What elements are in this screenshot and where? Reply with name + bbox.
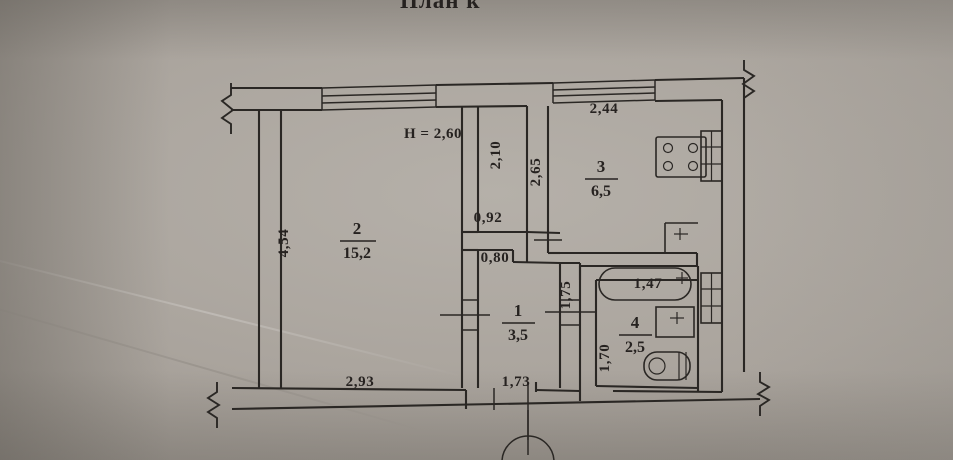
dim-corridor-right: 1,75 [558, 281, 574, 310]
dim-kitchen-width: 2,44 [590, 101, 619, 117]
door-corridor-bathroom-icon [545, 299, 595, 326]
sink-icon [655, 306, 695, 338]
room-3-label: 3 6,5 [585, 157, 618, 200]
room-1-number: 1 [514, 301, 523, 320]
window-upper-right-icon [552, 79, 656, 104]
window-upper-left-icon [321, 84, 437, 111]
paper-shadow-top [0, 0, 953, 60]
room-1-area: 3,5 [508, 327, 528, 344]
dim-kitchen-height: 2,65 [528, 158, 544, 187]
section-marker-icon [501, 410, 555, 460]
plan-title: План к [400, 0, 481, 13]
break-line-top-right-icon [741, 60, 756, 108]
paper-highlight-right [733, 0, 953, 460]
ventilation-duct-lower-icon [700, 272, 723, 324]
kitchen-counter-icon [664, 222, 698, 253]
room-2-label: 2 15,2 [340, 219, 376, 262]
bathtub-icon [598, 267, 692, 301]
break-line-bottom-right-icon [756, 372, 771, 416]
dim-room1-inner-top: 0,80 [481, 250, 510, 266]
dim-bottom-room1: 1,73 [502, 374, 531, 390]
room-3-number: 3 [597, 157, 606, 176]
door-entrance-icon [493, 382, 529, 455]
outer-walls [231, 76, 761, 411]
break-symbols [206, 60, 771, 428]
room-4-label: 4 2,5 [619, 313, 652, 356]
room-2-number: 2 [353, 219, 362, 238]
break-line-bottom-left-icon [206, 382, 221, 428]
dim-left-wall: 4,54 [276, 229, 292, 258]
dim-bath-height: 1,70 [597, 344, 613, 373]
door-openings [440, 225, 595, 455]
room-2-area: 15,2 [343, 245, 371, 262]
dim-bottom-room2: 2,93 [346, 374, 375, 390]
stove-icon [655, 136, 707, 178]
dim-room1-top: 0,92 [474, 210, 503, 226]
dim-partition-vertical: 2,10 [488, 141, 504, 170]
room-4-number: 4 [631, 313, 640, 332]
room-3-area: 6,5 [591, 183, 611, 200]
toilet-icon [643, 351, 691, 381]
room-1-label: 1 3,5 [502, 301, 535, 344]
paper-shadow-left [0, 0, 170, 460]
paper-shadow-bottom [0, 370, 953, 460]
door-room2-corridor-icon [440, 299, 490, 331]
break-line-left-icon [220, 83, 235, 134]
room-4-area: 2,5 [625, 339, 645, 356]
dim-bath-tub: 1,47 [634, 276, 663, 292]
ventilation-duct-upper-icon [700, 130, 723, 182]
door-corridor-kitchen-icon [534, 225, 562, 253]
ceiling-height-label: H = 2,60 [404, 126, 462, 142]
plan-title-text: План к [400, 0, 481, 13]
